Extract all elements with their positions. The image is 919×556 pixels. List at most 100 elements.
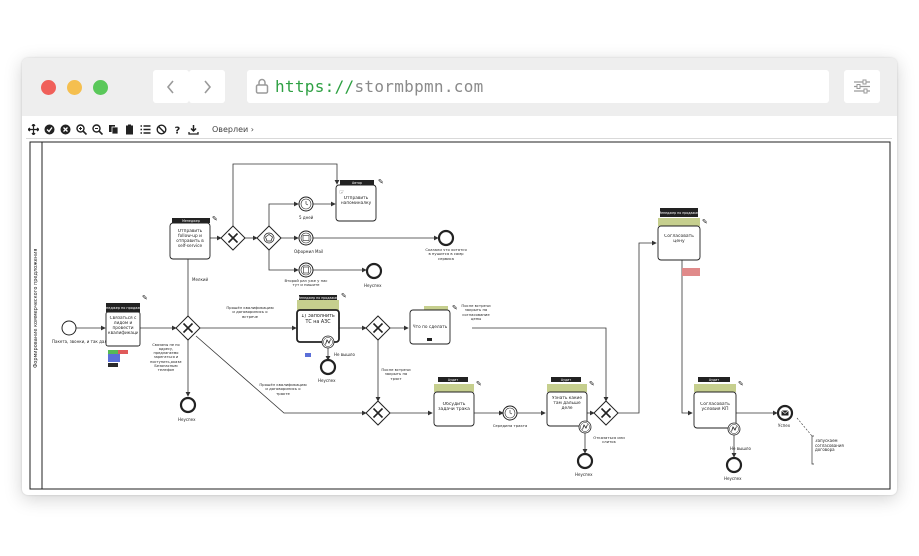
sliders-icon bbox=[854, 79, 870, 94]
not-reached2-label: Не вышло bbox=[730, 446, 751, 451]
end-event-fail-right-label: Неуспех bbox=[724, 476, 742, 481]
doc-icon: ✎ bbox=[378, 178, 384, 186]
message-catch-event[interactable] bbox=[298, 230, 314, 246]
timer-label: 5 дней bbox=[299, 215, 314, 220]
timer-intermediate-event[interactable] bbox=[502, 405, 518, 421]
exclusive-gateway-followup[interactable] bbox=[220, 225, 246, 251]
back-button[interactable] bbox=[153, 70, 189, 103]
middle-timer-label: Середина тракта bbox=[493, 423, 528, 428]
end-event-self-service[interactable] bbox=[437, 229, 455, 247]
end-event-fail-mid-label: Неуспех bbox=[318, 378, 336, 383]
task-discuss-tract[interactable]: Аудит Обсудить задачи трака bbox=[433, 377, 475, 427]
pool[interactable] bbox=[29, 141, 891, 490]
task-title: Обсудить задачи трака bbox=[438, 402, 470, 413]
help-icon[interactable]: ? bbox=[170, 122, 185, 137]
doc-icon: ✎ bbox=[589, 380, 595, 388]
boundary-error-event-t7[interactable] bbox=[578, 420, 592, 434]
task-fill-ts[interactable]: Менеджер по продажам 1) Заполнить ТС на … bbox=[296, 295, 340, 357]
task-what-to-do[interactable]: Что по сделать bbox=[409, 306, 451, 345]
role-label: Аудит bbox=[448, 378, 458, 382]
not-reached-label: Не вышло bbox=[334, 352, 355, 357]
after-meeting2-label: После встречи закрыть на согласование це… bbox=[461, 304, 491, 322]
ban-icon[interactable] bbox=[154, 122, 169, 137]
role-label: Автор bbox=[352, 181, 362, 185]
end-event-success[interactable] bbox=[776, 404, 794, 422]
lock-icon bbox=[255, 78, 269, 94]
pool-label: Формирование коммерческого предложения bbox=[33, 249, 39, 368]
conditional-event[interactable] bbox=[298, 262, 314, 278]
doc-icon: ✎ bbox=[738, 380, 744, 388]
boundary-error-event-t9[interactable] bbox=[727, 422, 741, 436]
task-title: Согласовать условия КП bbox=[700, 402, 730, 413]
minimize-window-button[interactable] bbox=[67, 80, 82, 95]
exclusive-gateway-main[interactable] bbox=[175, 315, 201, 341]
end-event-fail-mid[interactable] bbox=[319, 358, 337, 376]
end-event-fail-left[interactable] bbox=[179, 396, 197, 414]
task-title: 1) Заполнить ТС на АЗС bbox=[301, 314, 335, 325]
task-title: Согласовать цену bbox=[664, 234, 694, 245]
after-meeting-label: После встречи закрыть на трэкт bbox=[381, 368, 411, 381]
maximize-window-button[interactable] bbox=[93, 80, 108, 95]
bpmn-diagram: Формирование коммерческого предложения bbox=[29, 141, 891, 490]
branch-left-label: Связаны не по адресу, предлагаемо зарега… bbox=[150, 343, 182, 372]
task-agree-terms[interactable]: Аудит Согласовать условия КП bbox=[693, 377, 737, 429]
annotation-text: Запускаем согласования договора bbox=[815, 439, 844, 453]
hand-icon: ☞ bbox=[339, 189, 344, 196]
end-event-fail-bottom[interactable] bbox=[576, 452, 594, 470]
end-event-fail-bottom-label: Неуспех bbox=[575, 472, 593, 477]
doc-icon: ✎ bbox=[341, 292, 347, 300]
task-send-reminder[interactable]: Автор ☞ Отправить напоминалку bbox=[335, 180, 377, 222]
browser-chrome: https://stormbpmn.com bbox=[22, 58, 897, 116]
role-label: Аудит bbox=[561, 378, 571, 382]
zoom-in-icon[interactable] bbox=[74, 122, 89, 137]
task-agree-price[interactable]: Менеджер по продажам Согласовать цену bbox=[657, 208, 701, 276]
task-title: Что по сделать bbox=[413, 324, 448, 330]
overlays-dropdown[interactable]: Оверлеи › bbox=[212, 125, 254, 134]
task-follow-up[interactable]: Менеджер Отправить follow-up и отправить… bbox=[169, 218, 211, 260]
browser-window: https://stormbpmn.com ? Оверлеи › bbox=[22, 58, 897, 495]
end-event-fail-top[interactable] bbox=[365, 262, 383, 280]
start-event[interactable] bbox=[61, 320, 77, 336]
copy-icon[interactable] bbox=[106, 122, 121, 137]
paste-icon[interactable] bbox=[122, 122, 137, 137]
settings-button[interactable] bbox=[844, 70, 880, 103]
address-bar[interactable]: https://stormbpmn.com bbox=[247, 70, 829, 103]
small-label: Мелкий bbox=[192, 277, 208, 282]
end-top-label: Сказали что хотятся в пушится в самр сер… bbox=[425, 248, 467, 261]
move-icon[interactable] bbox=[26, 122, 41, 137]
boundary-error-event-t4[interactable] bbox=[321, 335, 335, 349]
task-title: Отправить напоминалку bbox=[340, 196, 372, 207]
timer-event[interactable] bbox=[298, 196, 314, 212]
task-qualify-lead[interactable]: Менеджер по продажам Связаться с лидом и… bbox=[101, 303, 145, 367]
bpmn-canvas[interactable]: Формирование коммерческого предложения bbox=[22, 138, 897, 495]
svg-text:?: ? bbox=[175, 126, 181, 136]
zoom-out-icon[interactable] bbox=[90, 122, 105, 137]
doc-icon: ✎ bbox=[452, 304, 458, 312]
doc-icon: ✎ bbox=[476, 380, 482, 388]
agreed-label: Отказаться или слиток bbox=[593, 436, 625, 445]
end-event-fail-right[interactable] bbox=[725, 456, 743, 474]
list-icon[interactable] bbox=[138, 122, 153, 137]
end-event-fail-top-label: Неуспех bbox=[364, 283, 382, 288]
start-event-label: Пакета, звонки, и так далее bbox=[52, 339, 112, 344]
task-title: Узнать какие там дальше деле bbox=[551, 396, 582, 412]
exclusive-gateway-meeting[interactable] bbox=[365, 315, 391, 341]
passed-qual-label: Прошёл квалификацию и договорились о вст… bbox=[226, 306, 274, 319]
exclusive-gateway-right[interactable] bbox=[593, 400, 619, 426]
chevron-left-icon bbox=[166, 79, 174, 94]
forward-button[interactable] bbox=[189, 70, 225, 103]
url-text: https://stormbpmn.com bbox=[275, 77, 484, 96]
check-icon[interactable] bbox=[42, 122, 57, 137]
task-next-steps[interactable]: Аудит Узнать какие там дальше деле bbox=[546, 377, 588, 427]
role-label: Менеджер bbox=[182, 219, 200, 223]
doc-icon: ✎ bbox=[702, 218, 708, 226]
cancel-icon[interactable] bbox=[58, 122, 73, 137]
event-based-gateway[interactable] bbox=[256, 225, 282, 251]
message-label: Оформил Mail bbox=[294, 249, 323, 254]
download-icon[interactable] bbox=[186, 122, 201, 137]
end-event-success-label: Успех bbox=[778, 423, 791, 428]
close-window-button[interactable] bbox=[41, 80, 56, 95]
role-label: Менеджер по продажам bbox=[101, 306, 145, 310]
exclusive-gateway-lower[interactable] bbox=[365, 400, 391, 426]
doc-icon: ✎ bbox=[212, 215, 218, 223]
